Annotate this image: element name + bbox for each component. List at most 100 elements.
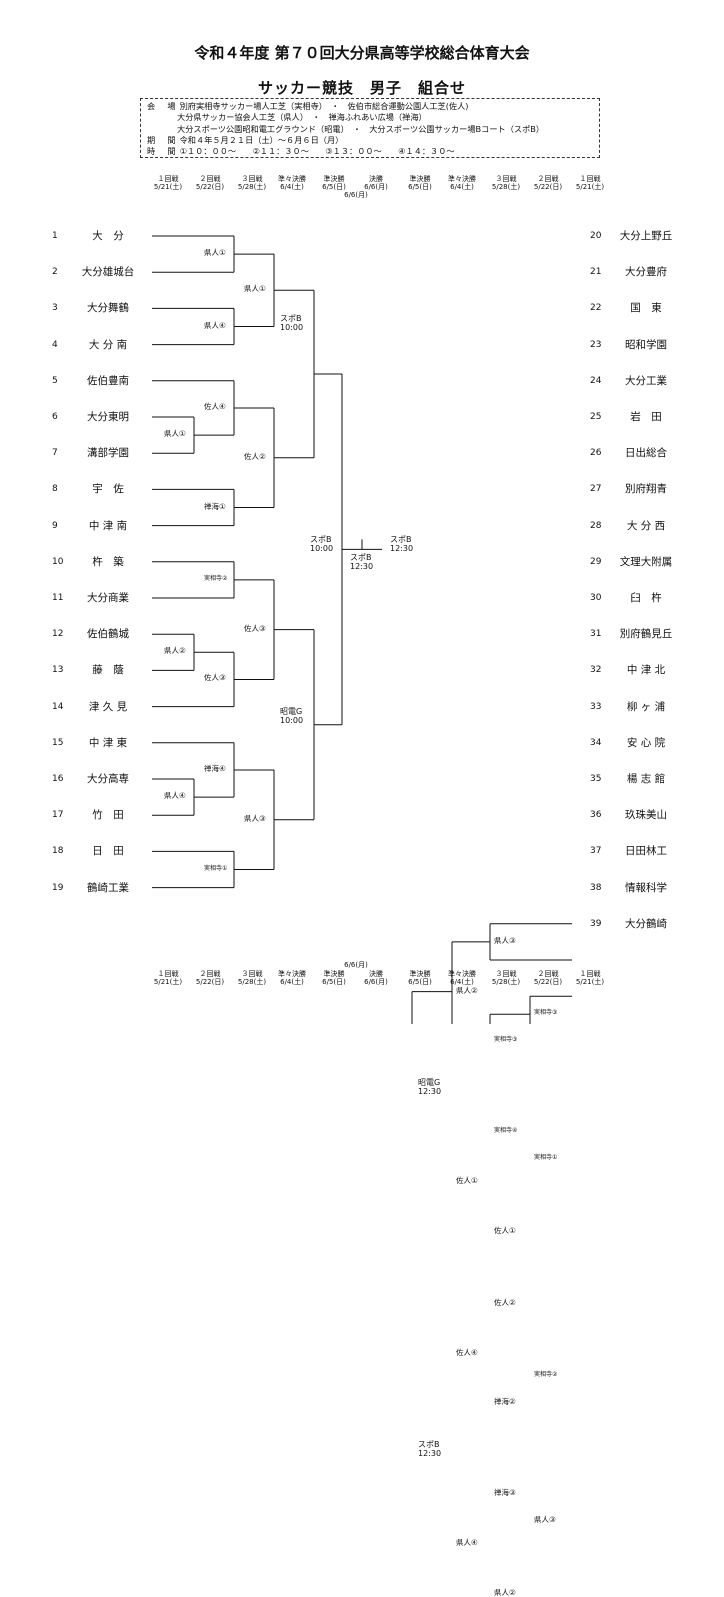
round-name: 準々決勝: [448, 175, 476, 183]
team-number: 13: [52, 665, 64, 676]
round-date: 5/28(土): [491, 978, 521, 986]
round-date: 6/4(土): [450, 978, 474, 986]
page-title: 令和４年度 第７０回大分県高等学校総合体育大会: [194, 44, 530, 62]
match-label: 禅海④: [204, 763, 226, 773]
round-date: 6/4(土): [450, 183, 474, 191]
round-name: 準決勝: [323, 970, 345, 978]
team-number: 34: [590, 737, 602, 748]
team-number: 21: [590, 267, 602, 278]
team-name: 大分雄城台: [81, 266, 135, 279]
team-number: 18: [52, 846, 64, 857]
team-name: 安 心 院: [626, 736, 666, 749]
team-number: 14: [52, 701, 64, 712]
team-name: 中 津 北: [626, 664, 666, 677]
match-label: 実相寺②: [204, 574, 228, 583]
match-label: 実相寺①: [204, 864, 228, 873]
team-name: 大 分: [92, 230, 124, 242]
match-label: 佐人④: [456, 1347, 478, 1357]
match-label: 県人①: [164, 429, 186, 439]
team-name: 情報科学: [625, 881, 667, 894]
match-label-line: 昭電G: [418, 1077, 441, 1087]
match-label: 県人④: [456, 1537, 478, 1547]
team-number: 22: [590, 303, 602, 314]
final-date-top: 6/6(月): [344, 191, 368, 199]
match-label-line: 12:30: [418, 1086, 442, 1096]
team-name: 大分高専: [87, 773, 129, 785]
team-name: 中 津 南: [88, 519, 128, 532]
round-date: 5/22(日): [533, 183, 563, 191]
team-number: 31: [590, 629, 602, 640]
team-name: 杵 築: [92, 555, 124, 568]
round-date: 5/22(日): [195, 978, 225, 986]
round-name: ２回戦: [537, 970, 559, 978]
team-name: 溝部学園: [87, 447, 129, 460]
team-name: 大 分 西: [626, 519, 666, 532]
team-number: 12: [52, 629, 64, 640]
match-label: 県人②: [456, 985, 478, 995]
final-date-bottom: 6/6(月): [344, 961, 368, 969]
team-number: 8: [52, 484, 58, 495]
team-number: 2: [52, 267, 58, 278]
round-date: 6/4(土): [280, 978, 304, 986]
team-number: 11: [52, 593, 64, 603]
round-date: 6/6(月): [364, 978, 388, 986]
time-label: 時 間: [147, 146, 178, 156]
period-label: 期 間: [147, 135, 178, 145]
round-name: １回戦: [579, 970, 601, 978]
round-date: 6/5(日): [322, 978, 346, 986]
team-name: 佐伯鶴城: [87, 628, 129, 641]
team-number: 24: [590, 375, 602, 386]
round-date: 5/28(土): [491, 183, 521, 191]
team-name: 大分上野丘: [619, 230, 673, 242]
team-name: 別府翔青: [625, 483, 667, 496]
round-name: 決勝: [369, 970, 383, 978]
match-label: 県人①: [204, 248, 226, 258]
match-label-line: 昭電G: [280, 706, 303, 716]
match-label: 実相寺②: [534, 1371, 558, 1380]
match-label: 県人②: [494, 1587, 516, 1597]
team-name: 大 分 南: [88, 338, 128, 351]
round-date: 5/28(土): [237, 978, 267, 986]
match-label-line: スポB: [310, 535, 332, 545]
team-number: 17: [52, 810, 64, 821]
team-number: 39: [590, 918, 602, 929]
team-name: 柳 ヶ 浦: [626, 700, 666, 713]
match-label: 実相寺①: [534, 1154, 558, 1163]
match-label-line: スポB: [418, 1439, 440, 1449]
round-name: 準決勝: [409, 970, 431, 978]
match-label-line: スポB: [390, 535, 412, 545]
period-value: 令和４年５月２１日（土）～６月６日（月）: [179, 135, 344, 145]
round-date: 5/21(土): [153, 978, 183, 986]
team-number: 35: [590, 774, 602, 784]
team-name: 日田林工: [625, 845, 667, 858]
team-name: 別府鶴見丘: [619, 628, 673, 641]
venue-line-3: 大分スポーツ公園昭和電工グラウンド（昭電） ・ 大分スポーツ公園サッカー場Bコー…: [177, 124, 545, 134]
match-label-line: 12:30: [350, 562, 374, 572]
team-number: 33: [590, 701, 602, 712]
team-name: 中 津 東: [88, 736, 128, 749]
match-label-line: スポB: [280, 314, 302, 323]
round-name: ２回戦: [537, 175, 559, 183]
team-number: 30: [590, 593, 602, 603]
round-name: ３回戦: [241, 175, 263, 183]
round-name: ３回戦: [495, 175, 517, 183]
team-name: 楊 志 館: [626, 773, 666, 785]
team-number: 26: [590, 448, 602, 459]
match-label: 県人③: [494, 935, 516, 945]
round-date: 5/28(土): [237, 183, 267, 191]
match-label: 県人④: [164, 791, 186, 801]
round-date: 6/5(日): [408, 978, 432, 986]
team-number: 36: [590, 810, 602, 821]
team-name: 日出総合: [625, 447, 667, 460]
